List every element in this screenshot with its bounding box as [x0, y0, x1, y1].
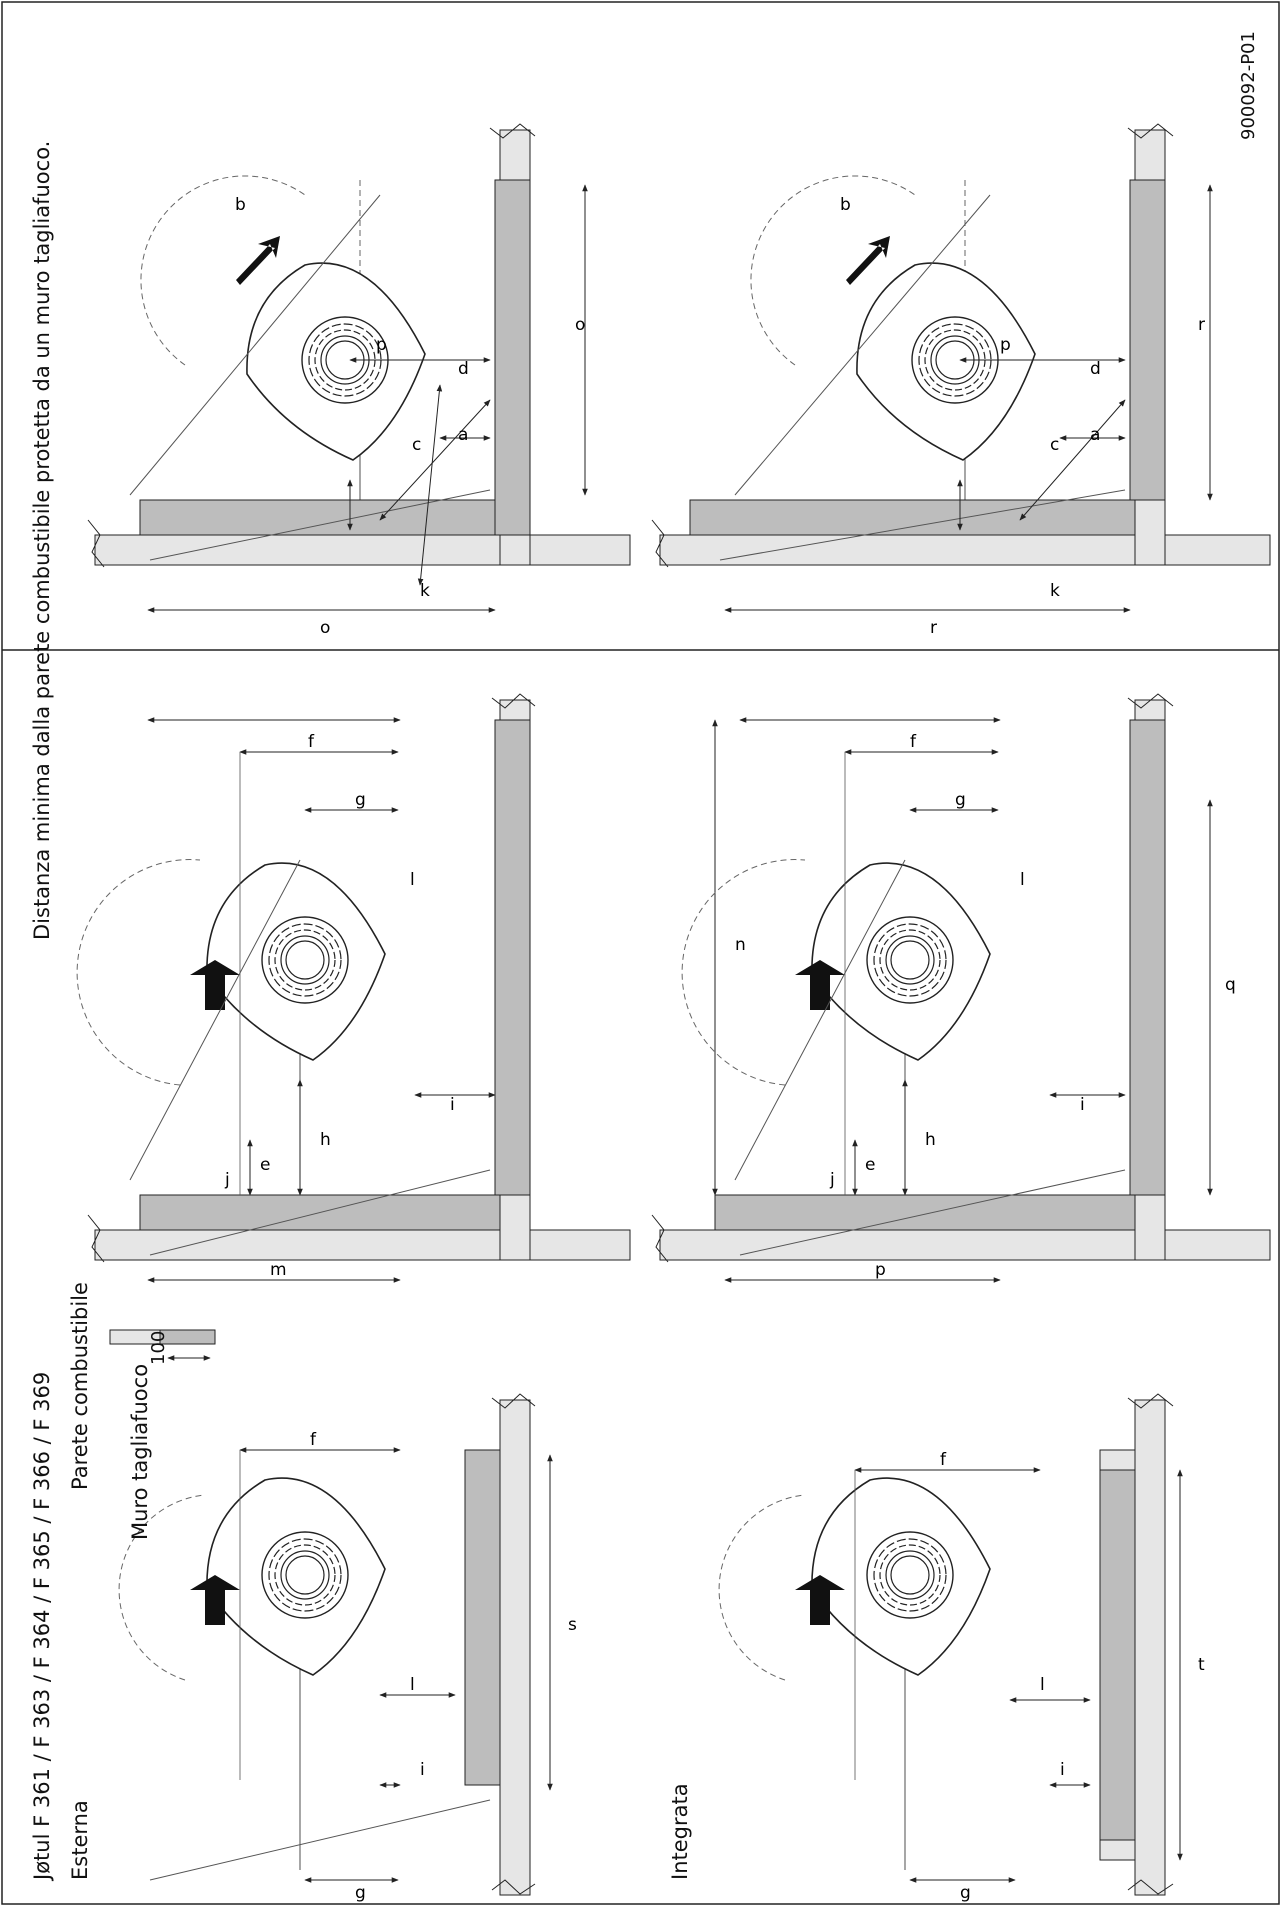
panel-corner-external: a d c k p b o o [87, 123, 631, 638]
dim-f-e: f [910, 732, 917, 752]
model-line: Jøtul F 361 / F 363 / F 364 / F 365 / F … [30, 1371, 54, 1880]
dim-h: h [320, 1130, 331, 1150]
dim-q: q [1225, 975, 1236, 995]
dim-g: g [355, 790, 366, 810]
dim-f-c: f [310, 1430, 317, 1450]
legend-firewall: Muro tagliafuoco [128, 1363, 152, 1540]
dim-i-f: i [1060, 1760, 1065, 1780]
dim-k: k [420, 581, 430, 601]
description: Distanza minima dalla parete combustibil… [30, 140, 54, 940]
dim-i-c: i [420, 1760, 425, 1780]
dim-m: m [270, 1260, 287, 1280]
dim-p-e: p [875, 1260, 886, 1280]
dim-f: f [308, 732, 315, 752]
dim-j-e: j [829, 1170, 835, 1190]
dim-l: l [410, 870, 415, 890]
dim-i: i [450, 1095, 455, 1115]
dim-g-e: g [955, 790, 966, 810]
panel-wall-external: f i l s g [118, 1393, 577, 1903]
dim-h-e: h [925, 1130, 936, 1150]
dim-e-e: e [865, 1155, 875, 1175]
panel-side-external: m e h j i l g f n [76, 693, 746, 1283]
dim-l-e: l [1020, 870, 1025, 890]
dim-p-d: p [1000, 335, 1011, 355]
dim-r-right: r [1198, 315, 1205, 335]
figure-code: 900092-P01 [1238, 31, 1259, 140]
dim-l-c: l [410, 1675, 415, 1695]
dim-t: t [1198, 1655, 1205, 1675]
dim-o-bottom: o [320, 618, 330, 638]
section-external: Esterna [68, 1800, 92, 1880]
section-integrated: Integrata [668, 1783, 692, 1880]
dim-g-c: g [355, 1883, 366, 1903]
legend-swatch-firewall [159, 1329, 216, 1345]
dim-p: p [376, 335, 387, 355]
dim-j: j [224, 1170, 230, 1190]
dim-i-e: i [1080, 1095, 1085, 1115]
dim-a-d: a [1090, 425, 1100, 445]
dim-d: d [458, 359, 469, 379]
dim-l-f: l [1040, 1675, 1045, 1695]
dim-c: c [412, 435, 421, 455]
panel-corner-integrated: a d c k p b r r [651, 123, 1271, 638]
dim-r-bottom: r [930, 618, 937, 638]
dim-c-d: c [1050, 435, 1059, 455]
dim-b-d: b [840, 195, 851, 215]
panel-wall-integrated: f i l t g [718, 1393, 1205, 1903]
legend-thickness: 100 [148, 1330, 169, 1365]
dim-n: n [735, 935, 746, 955]
dim-g-f: g [960, 1883, 971, 1903]
dim-s: s [568, 1615, 577, 1635]
dim-d-d: d [1090, 359, 1101, 379]
dim-e: e [260, 1155, 270, 1175]
dim-f-f: f [940, 1450, 947, 1470]
dim-k-d: k [1050, 581, 1060, 601]
legend-combustible: Parete combustibile [68, 1282, 92, 1490]
dim-b: b [235, 195, 246, 215]
panel-side-integrated: p e h j i l g f q [651, 693, 1271, 1283]
dim-o-right: o [575, 315, 585, 335]
dim-a: a [458, 425, 468, 445]
legend [109, 1329, 216, 1361]
